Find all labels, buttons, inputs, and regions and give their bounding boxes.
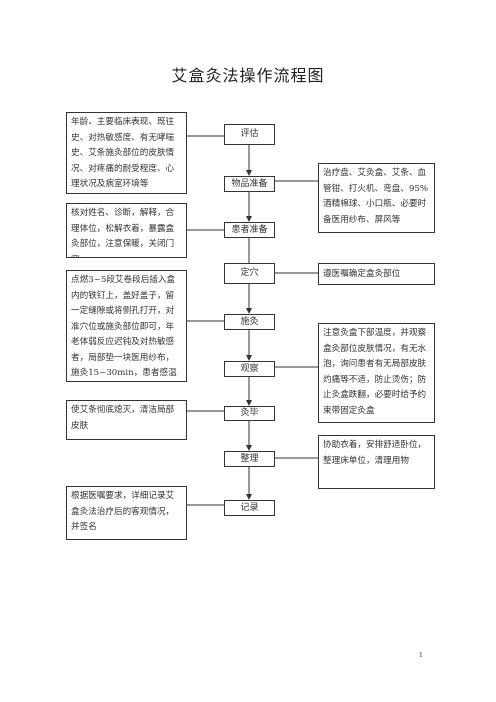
note-moxibustion: 点燃3~5段艾卷段后插入盒内的铁钉上，盖好盖子，留一定缝隙或将侧孔打开，对准穴位… (66, 270, 187, 382)
note-tidy: 协助衣着，安排舒适卧位，整理床单位，清理用物 (318, 435, 435, 489)
note-finish: 使艾条彻底熄灭，清洁局部皮肤 (66, 400, 187, 440)
page-number: 1 (419, 652, 423, 659)
step-record: 记录 (224, 500, 275, 516)
note-acupoint: 遵医嘱确定盒灸部位 (318, 263, 435, 285)
page-title: 艾盒灸法操作流程图 (171, 66, 325, 85)
step-patient-prep: 患者准备 (224, 222, 275, 238)
step-assessment: 评估 (224, 124, 275, 145)
step-moxibustion: 施灸 (224, 314, 275, 330)
note-record: 根据医嘱要求，详细记录艾盒灸法治疗后的客观情况，并签名 (66, 486, 187, 540)
step-acupoint: 定穴 (224, 263, 275, 284)
step-observation: 观察 (224, 361, 275, 377)
note-observation: 注意灸盒下部温度，并观察盒灸部位皮肤情况，有无水泡，询问患者有无局部皮肤灼痛等不… (318, 323, 435, 423)
step-supplies: 物品准备 (224, 176, 275, 192)
note-supplies: 治疗盘、艾灸盒、艾条、血管钳、打火机、弯盘、95%酒精棉球、小口瓶、必要时备医用… (318, 163, 435, 233)
note-patient-prep: 核对姓名、诊断，解释，合理体位，松解衣着，暴露盒灸部位，注意保暖，关闭门窗 (66, 203, 187, 258)
step-tidy: 整理 (224, 451, 275, 467)
step-finish: 灸毕 (224, 406, 275, 421)
note-assessment: 年龄、主要临床表现、既往史、对热敏感度、有无哮喘史、艾条施灸部位的皮肤情况、对疼… (66, 112, 187, 194)
